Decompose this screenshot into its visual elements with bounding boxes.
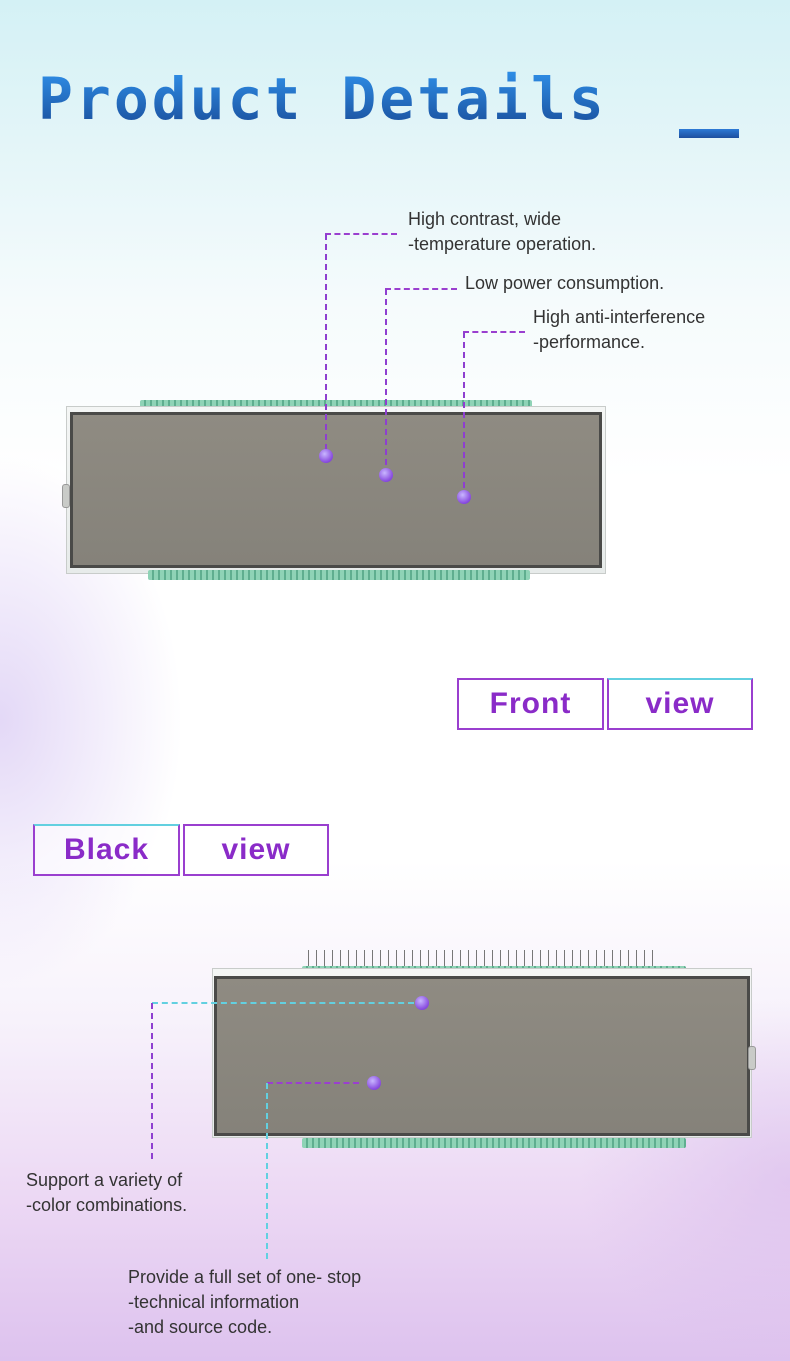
- front-leader-3-v: [463, 332, 465, 490]
- back-leader-1-h: [152, 1002, 414, 1004]
- back-point-2: [367, 1076, 381, 1090]
- front-point-3: [457, 490, 471, 504]
- front-lcd-screen: [70, 412, 602, 568]
- front-leader-1-v: [325, 234, 327, 450]
- back-lcd-bottom-strip: [302, 1138, 686, 1148]
- back-callout-support: Provide a full set of one- stop -technic…: [128, 1267, 362, 1337]
- back-leader-1-v: [151, 1003, 153, 1163]
- front-leader-3-h: [463, 331, 525, 333]
- back-view-label-word2: view: [183, 824, 329, 876]
- back-point-1: [415, 996, 429, 1010]
- back-view-label-word1: Black: [33, 824, 180, 876]
- front-lcd-top-strip: [140, 400, 532, 410]
- back-lcd-side-tab: [748, 1046, 756, 1070]
- back-leader-2-h: [267, 1082, 359, 1084]
- front-leader-2-v: [385, 289, 387, 469]
- page-title: Product Details: [38, 65, 607, 133]
- front-leader-2-h: [385, 288, 457, 290]
- back-view-label: Black view: [33, 824, 329, 876]
- front-leader-1-h: [325, 233, 397, 235]
- front-lcd-module: [62, 396, 606, 584]
- front-view-label: Front view: [457, 678, 753, 730]
- front-view-label-word1: Front: [457, 678, 604, 730]
- back-leader-2-v: [266, 1083, 268, 1263]
- back-lcd-module: [212, 950, 756, 1150]
- front-point-1: [319, 449, 333, 463]
- front-view-label-word2: view: [607, 678, 753, 730]
- title-accent-bar: [679, 129, 739, 138]
- front-callout-contrast: High contrast, wide -temperature operati…: [408, 209, 597, 254]
- front-lcd-side-tab: [62, 484, 70, 508]
- front-point-2: [379, 468, 393, 482]
- front-callout-power: Low power consumption.: [465, 273, 665, 293]
- front-callout-interference: High anti-interference -performance.: [533, 307, 706, 352]
- back-lcd-pins: [308, 950, 654, 966]
- front-lcd-bottom-strip: [148, 570, 530, 580]
- back-callout-colors: Support a variety of -color combinations…: [26, 1170, 188, 1215]
- back-lcd-screen: [214, 976, 750, 1136]
